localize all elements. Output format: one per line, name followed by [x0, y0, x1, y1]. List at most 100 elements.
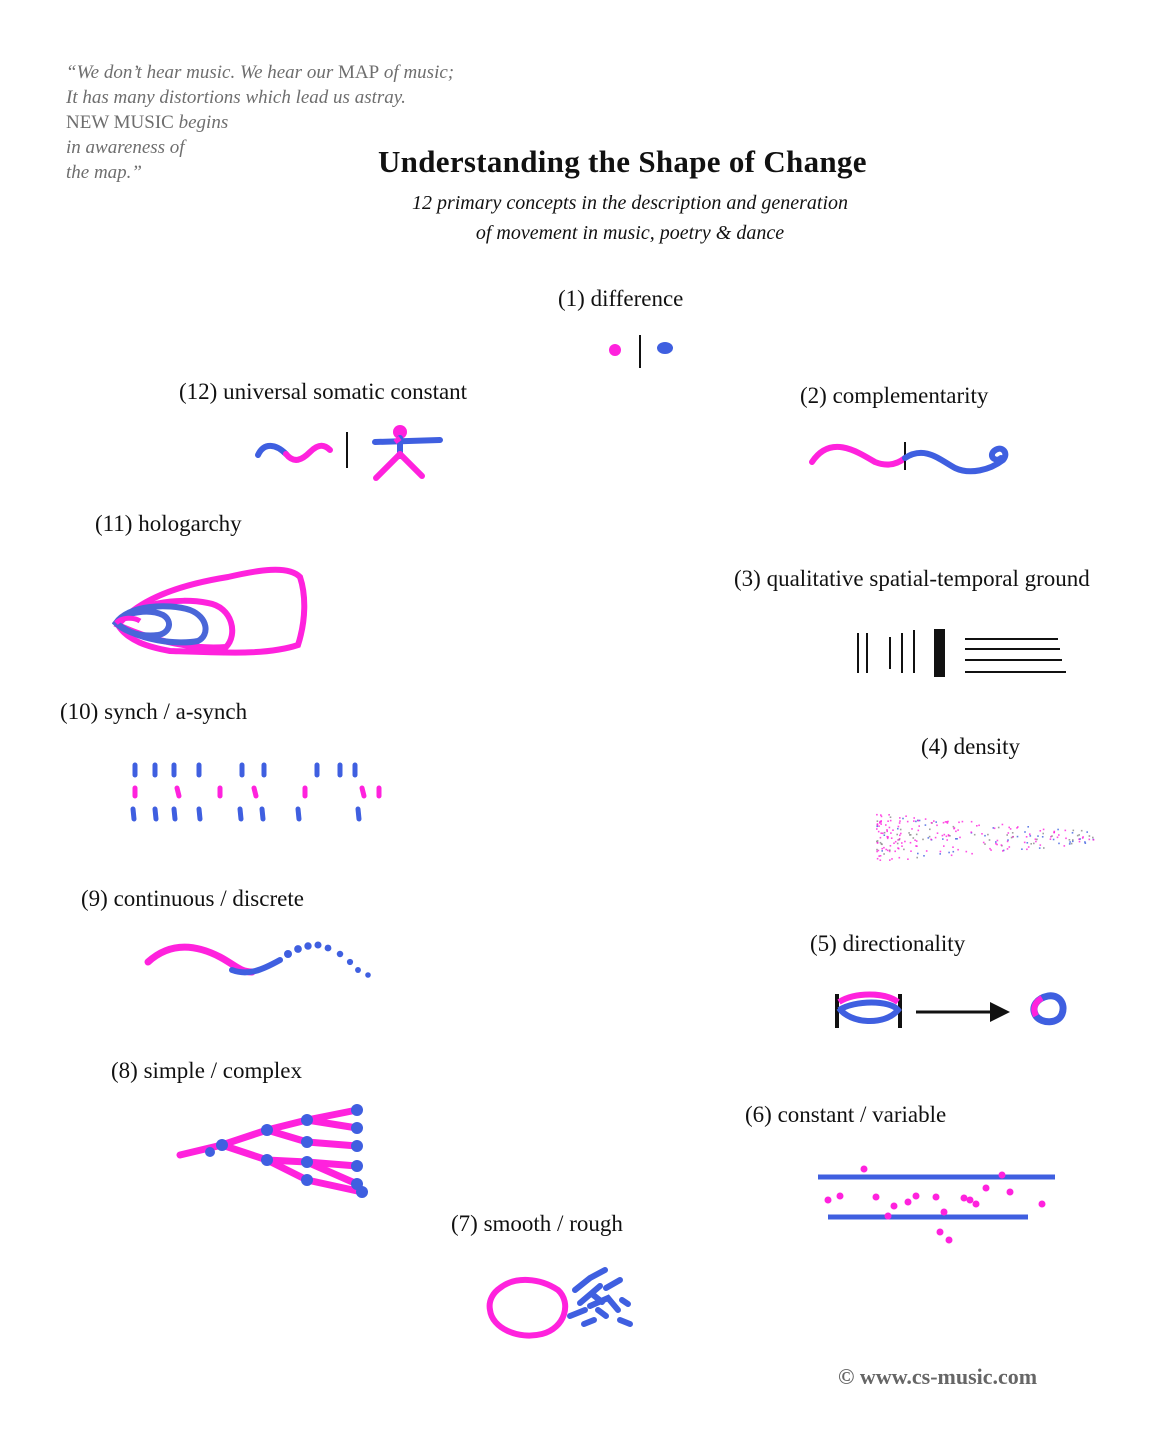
rough-stroke: [619, 1297, 631, 1307]
density-dot: [927, 837, 930, 839]
variable-dot: [932, 1193, 940, 1201]
density-dot: [1053, 830, 1056, 833]
branch-segment: [303, 1138, 361, 1150]
constant-variable-figure: [818, 1165, 1055, 1244]
concept-label-directionality: (5) directionality: [810, 931, 966, 956]
density-dot: [939, 853, 941, 855]
density-dot: [1072, 839, 1074, 841]
synch-dash: [174, 785, 182, 799]
density-dot: [941, 834, 944, 837]
density-dot: [905, 815, 907, 817]
density-dot: [965, 850, 968, 853]
density-dot: [959, 836, 961, 839]
density-dot: [899, 828, 902, 831]
spatial-temporal-ground-figure: [857, 629, 1066, 677]
synch-dash: [251, 785, 259, 799]
density-dot: [1024, 831, 1026, 833]
concept-label-density: (4) density: [921, 734, 1021, 759]
variable-dot: [936, 1228, 944, 1236]
branch-node: [216, 1139, 228, 1151]
synch-dash: [171, 806, 178, 822]
rough-stroke: [603, 1277, 623, 1291]
density-dot: [890, 832, 892, 834]
variable-dot: [940, 1208, 948, 1216]
density-dot: [1002, 850, 1004, 852]
variable-dot: [912, 1192, 920, 1200]
density-dot: [918, 825, 920, 827]
variable-dot: [860, 1165, 868, 1173]
density-dot: [876, 840, 878, 843]
density-dot: [973, 833, 976, 836]
density-dot: [1002, 849, 1005, 852]
density-dot: [1088, 835, 1091, 837]
density-dot: [915, 840, 918, 842]
density-dot: [924, 824, 927, 826]
quote-text: It has many distortions which lead us as…: [66, 87, 406, 108]
discrete-dot: [346, 958, 354, 966]
density-dot: [1092, 836, 1094, 839]
density-dot: [882, 832, 884, 835]
density-dot: [943, 833, 946, 836]
density-dot: [897, 839, 899, 841]
concept-label-smooth-rough: (7) smooth / rough: [451, 1211, 623, 1236]
density-dot: [880, 821, 882, 823]
density-dot: [988, 839, 991, 841]
density-dot: [1038, 847, 1041, 849]
density-dot: [876, 850, 878, 853]
branch-node: [205, 1147, 215, 1157]
density-dot: [899, 820, 901, 822]
density-dot: [910, 850, 912, 852]
density-dot: [1021, 848, 1023, 850]
density-dot: [957, 848, 959, 851]
density-dot: [984, 843, 986, 845]
density-dot: [933, 820, 935, 822]
density-dot: [908, 832, 910, 834]
rough-stroke: [587, 1294, 621, 1313]
density-dot: [894, 840, 897, 843]
synch-asynch-figure: [130, 762, 382, 822]
synch-dash: [359, 785, 367, 799]
density-dot: [883, 831, 886, 834]
density-dot: [891, 858, 893, 860]
density-dot: [936, 832, 939, 834]
density-dot: [898, 856, 901, 859]
variable-dot: [884, 1212, 892, 1220]
density-dot: [1069, 841, 1071, 843]
branch-node: [301, 1114, 313, 1126]
density-dot: [948, 851, 950, 854]
density-dot: [1023, 841, 1026, 844]
density-dot: [947, 834, 950, 837]
branch-node: [351, 1104, 363, 1116]
density-dot: [1027, 826, 1029, 828]
density-dot: [879, 841, 882, 844]
density-dot: [886, 835, 888, 838]
discrete-dot: [294, 945, 302, 953]
density-dot: [947, 820, 949, 823]
variable-dot: [998, 1171, 1006, 1179]
branch-node: [261, 1154, 273, 1166]
branch-node: [356, 1186, 368, 1198]
variable-dot: [960, 1194, 968, 1202]
density-dot: [956, 838, 958, 840]
density-dot: [1009, 828, 1012, 830]
density-dot: [897, 825, 900, 828]
density-dot: [877, 849, 880, 852]
density-dot: [1086, 831, 1088, 833]
synch-dash: [355, 806, 362, 822]
density-dot: [939, 850, 942, 853]
density-dot: [925, 850, 928, 852]
density-dot: [889, 845, 892, 847]
density-dot: [944, 821, 947, 823]
density-dot: [1076, 834, 1079, 837]
density-dot: [1043, 847, 1045, 849]
branch-node: [301, 1174, 313, 1186]
density-dot: [880, 814, 882, 816]
synch-dash: [152, 806, 159, 822]
density-dot: [1030, 843, 1032, 845]
density-dot: [995, 842, 997, 845]
density-dot: [885, 824, 887, 826]
synch-dash: [196, 806, 203, 822]
discrete-dot: [365, 972, 371, 978]
density-dot: [996, 843, 998, 846]
branch-node: [301, 1156, 313, 1168]
